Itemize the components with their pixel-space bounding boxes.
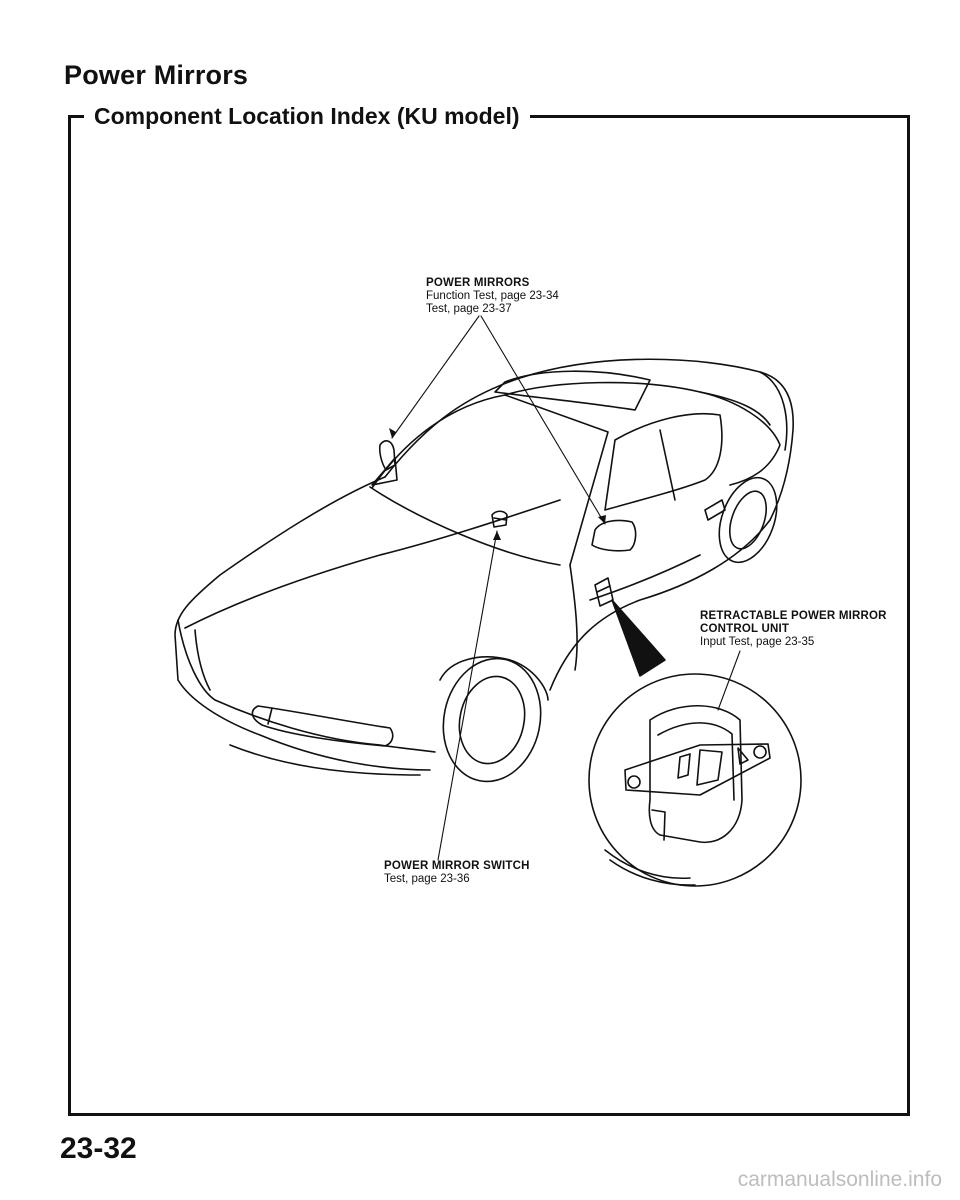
callout-power-mirrors-line-2: Test, page 23-37 [426, 303, 512, 315]
arrow-heads [389, 428, 606, 540]
callout-control-unit: RETRACTABLE POWER MIRROR CONTROL UNIT In… [700, 610, 887, 649]
callout-mirror-switch: POWER MIRROR SWITCH Test, page 23-36 [384, 860, 530, 886]
callout-control-unit-title-2: CONTROL UNIT [700, 623, 790, 635]
watermark: carmanualsonline.info [737, 1168, 942, 1191]
callout-power-mirrors-title: POWER MIRRORS [426, 277, 530, 289]
page-title: Power Mirrors [64, 60, 249, 90]
car-body [174, 358, 794, 783]
callout-mirror-switch-line-1: Test, page 23-36 [384, 873, 470, 885]
callout-power-mirrors: POWER MIRRORS Function Test, page 23-34 … [426, 277, 559, 316]
detail-pointer [611, 599, 666, 677]
leader-lines [391, 315, 741, 861]
callout-control-unit-line-1: Input Test, page 23-35 [700, 636, 815, 648]
section-title: Component Location Index (KU model) [84, 103, 530, 130]
control-unit-detail [588, 673, 802, 887]
callout-mirror-switch-title: POWER MIRROR SWITCH [384, 860, 530, 872]
frame-top-left [68, 115, 88, 118]
frame-top-right [500, 115, 907, 118]
callout-power-mirrors-line-1: Function Test, page 23-34 [426, 290, 559, 302]
diagram-frame [68, 115, 910, 1116]
page-number: 23-32 [60, 1132, 137, 1165]
callout-control-unit-title-1: RETRACTABLE POWER MIRROR [700, 610, 887, 622]
